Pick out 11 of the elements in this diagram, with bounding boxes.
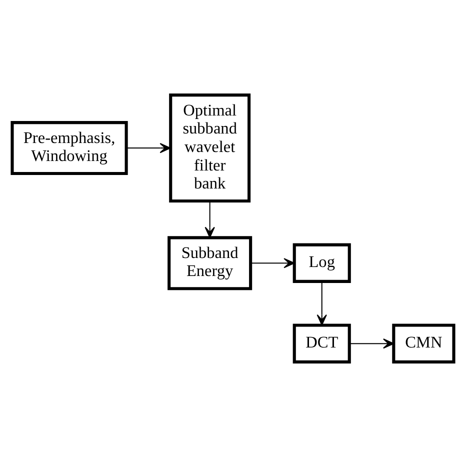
node-box: DCT	[292, 324, 351, 364]
node-box: Subband Energy	[168, 236, 252, 290]
arrow	[126, 142, 171, 154]
node-box: CMN	[392, 324, 456, 364]
arrow	[316, 282, 327, 326]
arrow	[204, 201, 215, 238]
node-box: Optimal subband wavelet filter bank	[169, 94, 251, 203]
node-box: Log	[292, 243, 351, 283]
arrow	[250, 258, 295, 268]
node-box: Pre-emphasis, Windowing	[10, 121, 128, 176]
arrow	[349, 338, 394, 349]
